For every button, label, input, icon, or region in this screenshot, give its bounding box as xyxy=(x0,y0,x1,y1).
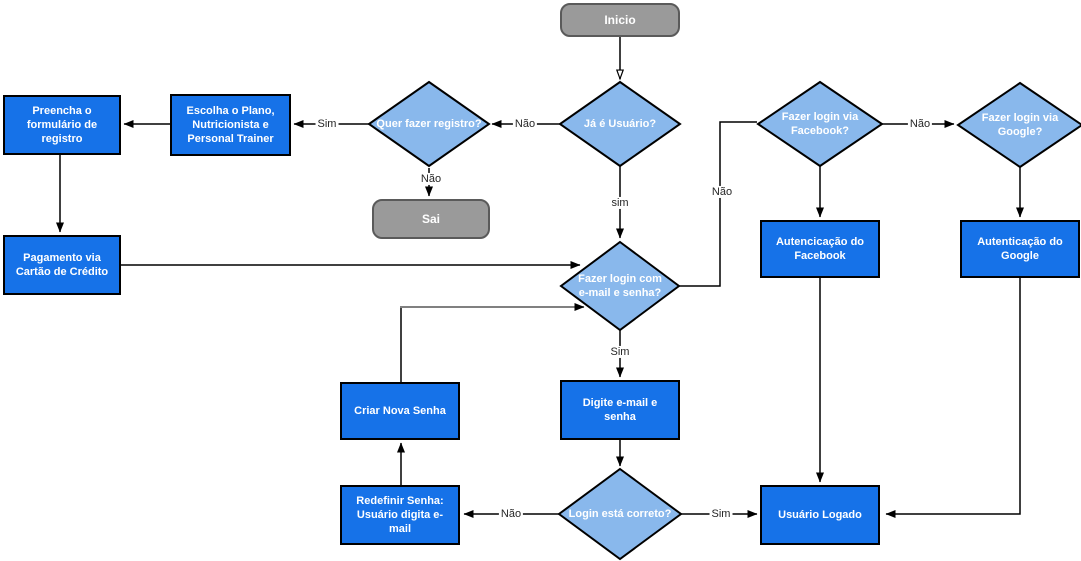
node-auth-facebook-label: Autencicação do Facebook xyxy=(775,235,865,262)
node-auth-facebook: Autencicação do Facebook xyxy=(760,220,880,278)
edge-label-sim-quer-registro: Sim xyxy=(315,117,339,131)
decision-login-google-shape xyxy=(956,81,1081,169)
edge-label-sim-ja-e-usuario: sim xyxy=(609,196,631,210)
edge-label-nao-quer-registro: Não xyxy=(418,172,444,186)
edge-fazer-login-email-nao-to-login-facebook xyxy=(679,121,757,287)
node-pagamento-label: Pagamento via Cartão de Crédito xyxy=(15,251,109,278)
decision-login-correto-shape xyxy=(557,467,683,561)
node-escolha-plano: Escolha o Plano, Nutricionista e Persona… xyxy=(170,94,291,156)
node-inicio-label: Inicio xyxy=(604,13,636,27)
decision-quer-fazer-registro-shape xyxy=(367,80,491,168)
edge-label-nao-fazer-login-email: Não xyxy=(709,185,735,199)
node-usuario-logado-label: Usuário Logado xyxy=(778,508,862,521)
edge-label-nao-ja-e-usuario: Não xyxy=(512,117,538,131)
edge-label-nao-login-correto: Não xyxy=(498,507,524,521)
node-auth-google: Autenticação do Google xyxy=(960,220,1080,278)
node-preencha-formulario: Preencha o formulário de registro xyxy=(3,95,121,155)
edge-label-nao-login-facebook: Não xyxy=(907,117,933,131)
node-auth-google-label: Autenticação do Google xyxy=(977,235,1063,262)
node-sai-label: Sai xyxy=(421,212,440,226)
node-preencha-formulario-label: Preencha o formulário de registro xyxy=(26,104,98,146)
edge-label-sim-fazer-login-email: Sim xyxy=(608,345,632,359)
node-inicio: Inicio xyxy=(560,3,680,37)
decision-ja-e-usuario-shape xyxy=(558,80,682,168)
edge-auth-google-to-usuario-logado xyxy=(885,278,1021,518)
decision-login-facebook-shape xyxy=(756,80,884,168)
node-usuario-logado: Usuário Logado xyxy=(760,485,880,545)
decision-fazer-login-email-shape xyxy=(559,240,681,332)
node-escolha-plano-label: Escolha o Plano, Nutricionista e Persona… xyxy=(186,104,275,146)
node-digite-email-senha-label: Digite e-mail e senha xyxy=(582,396,658,423)
node-digite-email-senha: Digite e-mail e senha xyxy=(560,380,680,440)
edge-label-sim-login-correto: Sim xyxy=(709,507,733,521)
node-sai: Sai xyxy=(372,199,490,239)
node-criar-nova-senha-label: Criar Nova Senha xyxy=(354,404,446,417)
node-redefinir-senha: Redefinir Senha: Usuário digita e-mail xyxy=(340,485,460,545)
node-criar-nova-senha: Criar Nova Senha xyxy=(340,382,460,440)
node-pagamento: Pagamento via Cartão de Crédito xyxy=(3,235,121,295)
node-redefinir-senha-label: Redefinir Senha: Usuário digita e-mail xyxy=(356,494,444,536)
